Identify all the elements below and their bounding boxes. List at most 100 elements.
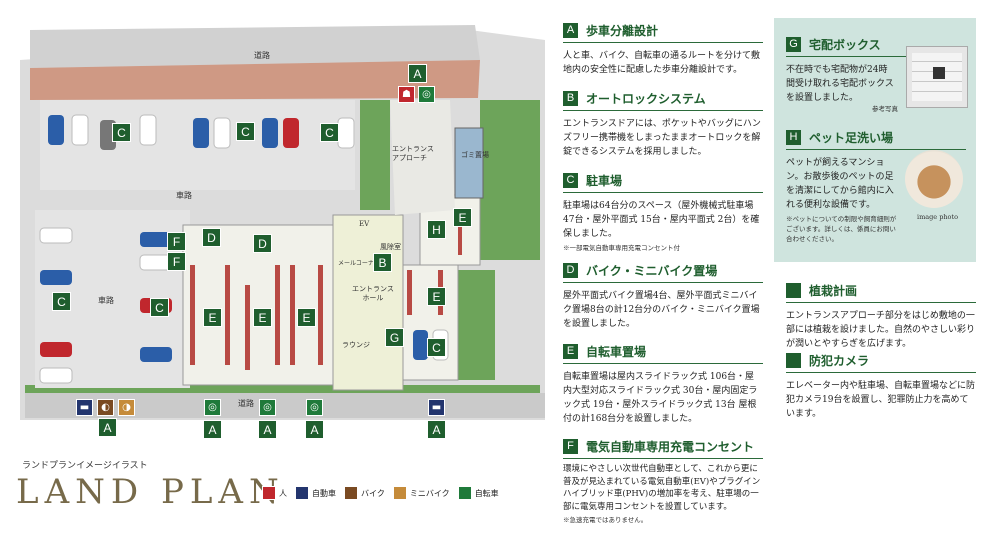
- map-badge-a: A: [427, 420, 446, 439]
- section-marker: ■: [786, 353, 801, 368]
- legend-item: バイク: [344, 486, 385, 500]
- car-icon: [295, 486, 309, 500]
- bicycle-icon: [457, 486, 472, 500]
- legend-item: 自転車: [457, 486, 499, 500]
- map-badge-g: G: [385, 328, 404, 347]
- section-title: 自転車置場: [586, 345, 647, 359]
- section-title: 防犯カメラ: [809, 354, 870, 368]
- section-letter: C: [563, 173, 578, 188]
- drive-label: 車路: [98, 296, 114, 305]
- section-title: ペット足洗い場: [809, 131, 894, 145]
- section-body: 駐車場は64台分のスペース（屋外機械式駐車場 47台・屋外平面式 15台・屋内平…: [563, 201, 760, 239]
- top-road-label: 道路: [254, 51, 270, 60]
- map-badge-a: A: [408, 64, 427, 83]
- land-plan-subtitle: ランドプランイメージイラスト: [22, 461, 148, 471]
- map-badge-a: A: [98, 418, 117, 437]
- map-badge-c: C: [150, 298, 169, 317]
- pedestrian-icon: ☗: [398, 86, 415, 103]
- map-badge-c: C: [320, 123, 339, 142]
- bicycle-icon: ◎: [204, 399, 221, 416]
- car-icon: ▬: [76, 399, 93, 416]
- map-badge-e: E: [297, 308, 316, 327]
- section-title: 宅配ボックス: [809, 38, 881, 52]
- section-body: 人と車、バイク、自転車の通るルートを分けて敷地内の安全性に配慮した歩車分離設計で…: [563, 51, 761, 75]
- map-badge-e: E: [453, 208, 472, 227]
- section-body: 不在時でも宅配物が24時間受け取れる宅配ボックスを設置しました。: [786, 65, 894, 103]
- section-title: オートロックシステム: [586, 92, 706, 106]
- image-photo-note: image photo: [917, 213, 958, 221]
- section-f: F 電気自動車専用充電コンセント 環境にやさしい次世代自動車として、これから更に普…: [563, 438, 763, 525]
- section-body: 環境にやさしい次世代自動車として、これから更に普及が見込まれている電気自動車(E…: [563, 464, 761, 512]
- section-letter: A: [563, 23, 578, 38]
- legend-item: 自動車: [295, 486, 336, 500]
- map-badge-c: C: [236, 122, 255, 141]
- reference-photo-note: 参考写真: [872, 105, 898, 113]
- mail-corner-label: メールコーナー: [338, 260, 380, 267]
- motorbike-icon: [344, 486, 358, 500]
- section-body: エレベーター内や駐車場、自転車置場などに防犯カメラ19台を設置し、犯罪防止力を高…: [786, 381, 976, 419]
- section-body: 屋外平面式バイク置場4台、屋外平面式ミニバイク置場8台の計12台分のバイク・ミニ…: [563, 291, 760, 329]
- pedestrian-icon: [262, 486, 276, 500]
- map-badge-f: F: [167, 232, 186, 251]
- section-body: エントランスドアには、ポケットやバッグにハンズフリー携帯機をしまったままオートロ…: [563, 119, 761, 157]
- map-badge-e: E: [203, 308, 222, 327]
- ev-label: EV: [359, 220, 370, 228]
- map-badge-c: C: [112, 123, 131, 142]
- car-icon: ▬: [428, 399, 445, 416]
- section-planting: ■ 植栽計画 エントランスアプローチ部分をはじめ敷地の一部には植栽を設けました。自…: [786, 282, 976, 351]
- section-note: ※一部電気自動車専用充電コンセント付: [563, 244, 680, 252]
- dog-photo: [905, 150, 963, 208]
- section-note: ※ペットについての制限や飼育細則がございます。詳しくは、係員にお問い合わせくださ…: [786, 215, 897, 243]
- entrance-hall-label: エントランス ホール: [352, 285, 394, 302]
- map-badge-c: C: [52, 292, 71, 311]
- map-badge-a: A: [305, 420, 324, 439]
- section-a: A 歩車分離設計 人と車、バイク、自転車の通るルートを分けて敷地内の安全性に配慮し…: [563, 22, 763, 77]
- map-badge-a: A: [258, 420, 277, 439]
- section-note: ※急速充電ではありません。: [563, 516, 648, 524]
- minibike-icon: [392, 486, 407, 500]
- section-letter: F: [563, 439, 578, 454]
- section-title: 植栽計画: [809, 284, 858, 298]
- section-body: エントランスアプローチ部分をはじめ敷地の一部には植栽を設けました。自然のやさしい…: [786, 311, 976, 349]
- map-badge-d: D: [253, 234, 272, 253]
- section-title: バイク・ミニバイク置場: [586, 264, 718, 278]
- bottom-road-label: 道路: [238, 399, 254, 408]
- legend-item: ミニバイク: [392, 486, 450, 500]
- entrance-approach-label: エントランス アプローチ: [392, 145, 434, 162]
- section-c: C 駐車場 駐車場は64台分のスペース（屋外機械式駐車場 47台・屋外平面式 15…: [563, 172, 763, 253]
- map-badge-d: D: [202, 228, 221, 247]
- section-title: 電気自動車専用充電コンセント: [586, 440, 755, 454]
- garbage-label: ゴミ置場: [461, 151, 489, 159]
- section-h: H ペット足洗い場 ペットが飼えるマンション。お散歩後のペットの足を清潔にしてから…: [786, 129, 966, 244]
- section-letter: H: [786, 130, 801, 145]
- section-letter: E: [563, 344, 578, 359]
- section-e: E 自転車置場 自転車置場は屋内スライドラック式 106台・屋内大型対応スライドラ…: [563, 343, 763, 426]
- map-badge-e: E: [253, 308, 272, 327]
- land-plan-map: 道路 道路 車路 車路 エントランス アプローチ ゴミ置場 EV 風除室 エント…: [0, 0, 545, 450]
- minibike-icon: ◑: [118, 399, 135, 416]
- map-badge-h: H: [427, 220, 446, 239]
- bicycle-icon: ◎: [306, 399, 323, 416]
- drive-label: 車路: [176, 191, 192, 200]
- map-badge-b: B: [373, 253, 392, 272]
- bicycle-icon: ◎: [259, 399, 276, 416]
- section-title: 歩車分離設計: [586, 24, 659, 38]
- section-body: ペットが飼えるマンション。お散歩後のペットの足を清潔にしてから館内に入れる便利な…: [786, 158, 894, 210]
- section-marker: ■: [786, 283, 801, 298]
- section-b: B オートロックシステム エントランスドアには、ポケットやバッグにハンズフリー携帯…: [563, 90, 763, 159]
- section-title: 駐車場: [586, 174, 623, 188]
- section-letter: B: [563, 91, 578, 106]
- map-legend: 人 自動車 バイク ミニバイク 自転車: [262, 486, 503, 500]
- motorbike-icon: ◐: [97, 399, 114, 416]
- bicycle-icon: ◎: [418, 86, 435, 103]
- section-body: 自転車置場は屋内スライドラック式 106台・屋内大型対応スライドラック式 30台…: [563, 372, 758, 424]
- legend-item: 人: [262, 486, 287, 500]
- wind-room-label: 風除室: [380, 243, 401, 251]
- section-camera: ■ 防犯カメラ エレベーター内や駐車場、自転車置場などに防犯カメラ19台を設置し、…: [786, 352, 976, 421]
- map-badge-c: C: [427, 338, 446, 357]
- lounge-label: ラウンジ: [342, 341, 370, 349]
- map-badge-a: A: [203, 420, 222, 439]
- map-badge-e: E: [427, 287, 446, 306]
